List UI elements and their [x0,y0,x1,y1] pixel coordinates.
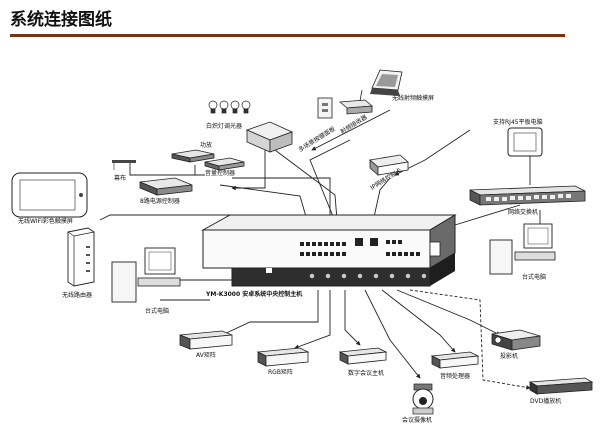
label-power-amp: 功放 [200,141,212,149]
label-projector: 投影机 [500,352,518,360]
label-network-switch: 网络交换机 [508,208,538,216]
audio-processor-icon [430,351,480,369]
power-controller-icon [139,177,193,196]
wifi-touch-screen-icon [11,172,88,218]
label-rgb-matrix: RGB矩阵 [268,368,293,376]
screen-icon [112,160,136,170]
label-wireless-router: 无线路由器 [62,291,92,299]
label-volume-controller: 音量控制器 [205,169,235,177]
wireless-router-icon [67,227,95,287]
desktop-pc-left-icon [111,247,181,303]
title-divider [10,34,565,37]
label-wifi-touch-screen: 无线WIFI彩色触摸屏 [18,217,73,225]
label-av-matrix: AV矩阵 [196,351,216,359]
light-bulb-icons [208,100,251,114]
desktop-pc-right-icon [489,223,556,275]
network-switch-icon [469,185,586,206]
label-touch-panel: 无线射频触摸屏 [392,94,434,102]
rj45-pc-icon [507,127,543,157]
conference-host-icon [338,347,388,365]
projector-icon [491,329,541,351]
av-matrix-icon [179,330,233,350]
label-conference-camera: 会议摄像机 [402,416,432,424]
page-title: 系统连接图纸 [10,10,112,30]
label-dvd-player: DVD播放机 [530,397,561,405]
volume-controller-icon [204,157,245,171]
power-amp-icon [171,149,215,163]
label-power-controller: 8路电源控制器 [140,197,180,205]
touch-panel-icon [370,69,403,96]
label-desktop-pc-left: 台式电脑 [145,307,169,315]
rgb-matrix-icon [256,347,310,367]
scene-keypad-icon [317,97,333,119]
rf-transceiver-icon [339,89,373,115]
label-incandescent-dimmer: 白炽灯调光器 [206,122,242,130]
conference-camera-icon [412,383,434,415]
dimmer-box-icon [245,121,294,153]
label-conference-host: 数字会议主机 [348,369,384,377]
label-screen: 幕布 [114,174,126,182]
central-host-icon [201,214,457,287]
label-desktop-pc-right: 台式电脑 [522,273,546,281]
label-rf-transceiver: 射频接收器 [339,113,369,136]
ip-control-card-icon [369,154,409,176]
label-central-host: YM-K3000 安卓系统中央控制主机 [205,290,302,298]
label-audio-processor: 音频处理器 [440,372,470,380]
dvd-player-icon [528,377,594,395]
label-rj45-pc: 支持RJ45平板电脑 [493,118,543,126]
